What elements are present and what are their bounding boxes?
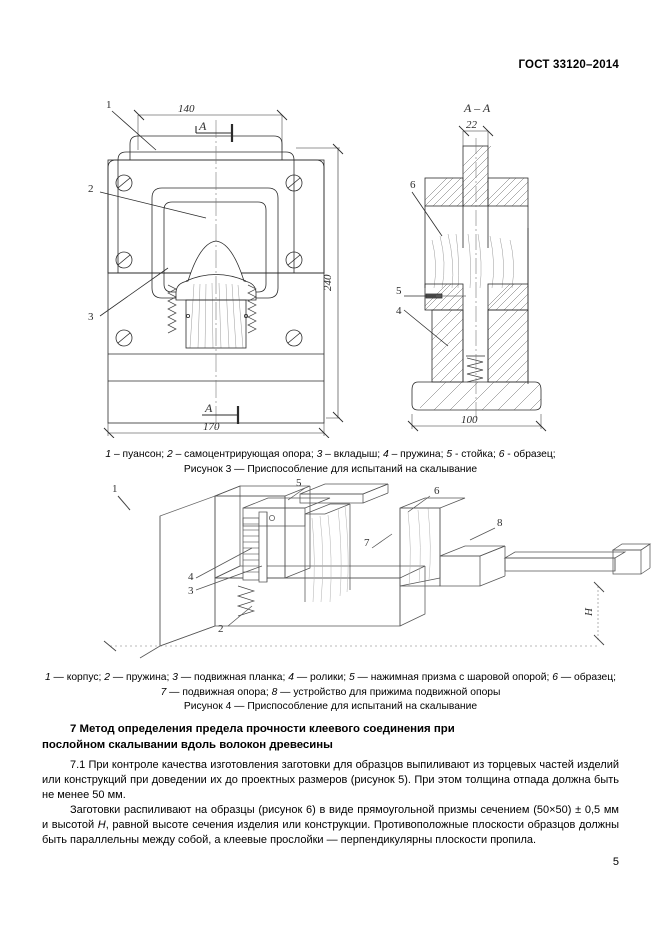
figure-4-drawing: 1 2 3 4 5 6 7 8 H <box>0 478 661 663</box>
callout-7-fig4: 7 <box>364 537 370 549</box>
dimension-240: 240 <box>322 274 334 291</box>
legend-text: – вкладыш; <box>322 449 383 460</box>
legend-number: 4 <box>288 672 294 683</box>
figure-4-title: Рисунок 4 — Приспособление для испытаний… <box>183 701 478 712</box>
page-number: 5 <box>612 856 619 868</box>
legend-number: 5 <box>446 449 453 460</box>
section-mark-a-bottom: A <box>204 401 213 415</box>
legend-number: 8 <box>271 686 278 698</box>
section-heading-line-2: послойном скалывании вдоль волокон древе… <box>42 738 333 751</box>
callout-4-fig3: 4 <box>396 305 402 317</box>
paragraph-7-2-part-b: , равной высоте сечения изделия или конс… <box>42 819 620 847</box>
figure-4-caption: 1 — корпус; 2 — пружина; 3 — подвижная п… <box>42 671 619 715</box>
callout-3-fig3: 3 <box>88 311 94 323</box>
legend-number: 3 <box>172 672 178 683</box>
legend-number: 1 <box>105 449 112 460</box>
figure-4-legend: 1 — корпус; 2 — пружина; 3 — подвижная п… <box>42 671 619 700</box>
legend-number: 2 <box>166 449 173 460</box>
figure-3-caption: 1 – пуансон; 2 – самоцентрирующая опора;… <box>42 448 619 477</box>
legend-text: — подвижная планка; <box>177 672 289 683</box>
callout-6-fig4: 6 <box>434 485 440 497</box>
callout-1-fig4: 1 <box>112 483 118 495</box>
section-heading: 7 Метод определения предела прочности кл… <box>42 722 619 753</box>
callout-5-fig3: 5 <box>396 285 402 297</box>
callout-1-fig3: 1 <box>106 99 112 111</box>
paragraph-7-1: 7.1 При контроле качества изготовления з… <box>42 759 619 802</box>
dimension-140: 140 <box>178 103 195 115</box>
legend-text: – пружина; <box>388 449 447 460</box>
figure-3-drawing: 140 170 240 22 100 A – A A A 1 2 3 6 5 4 <box>0 88 661 438</box>
legend-text: — нажимная призма с шаровой опорой; <box>354 672 553 683</box>
dimension-100: 100 <box>461 414 478 426</box>
legend-text: — подвижная опора; <box>166 686 272 698</box>
callout-6-fig3: 6 <box>410 179 416 191</box>
paragraph-7-2: Заготовки распиливают на образцы (рисуно… <box>42 803 619 849</box>
legend-text: — устройство для прижима подвижной опоры <box>277 686 501 698</box>
legend-text: - стойка; <box>452 449 499 460</box>
legend-number: 6 <box>498 449 505 460</box>
figure-3-title: Рисунок 3 — Приспособление для испытаний… <box>183 463 478 475</box>
callout-5-fig4: 5 <box>296 478 302 489</box>
dimension-h: H <box>583 607 595 617</box>
legend-text: – самоцентрирующая опора; <box>172 449 317 460</box>
legend-text: — корпус; <box>50 672 105 683</box>
legend-number: 4 <box>382 449 389 460</box>
legend-number: 2 <box>104 672 110 683</box>
legend-text: — пружина; <box>110 672 173 683</box>
callout-8-fig4: 8 <box>497 517 503 529</box>
legend-text: — ролики; <box>293 672 349 683</box>
legend-number: 5 <box>348 672 355 683</box>
figure-3-svg: 140 170 240 22 100 A – A A A 1 2 3 6 5 4 <box>88 99 547 438</box>
paragraph-7-2-part-a: Заготовки распиливают на образцы (рисуно… <box>42 804 619 832</box>
legend-number: 1 <box>44 672 51 683</box>
figure-4-svg: 1 2 3 4 5 6 7 8 H <box>103 478 652 659</box>
dimension-22: 22 <box>466 119 478 131</box>
legend-number: 7 <box>160 686 167 698</box>
legend-text: – пуансон; <box>111 449 167 460</box>
callout-2-fig4: 2 <box>218 623 224 635</box>
callout-4-fig4: 4 <box>188 571 194 583</box>
document-standard-header: ГОСТ 33120–2014 <box>518 59 619 71</box>
callout-3-fig4: 3 <box>188 585 194 597</box>
callout-2-fig3: 2 <box>88 183 94 195</box>
legend-number: 3 <box>316 449 323 460</box>
legend-text: - образец; <box>504 449 556 460</box>
legend-text: — образец; <box>557 672 617 683</box>
figure-3-legend: 1 – пуансон; 2 – самоцентрирующая опора;… <box>42 448 619 463</box>
section-heading-line-1: 7 Метод определения предела прочности кл… <box>70 723 455 735</box>
section-title-a-a: A – A <box>463 101 491 115</box>
variable-h: H <box>97 819 106 832</box>
section-mark-a-top: A <box>198 119 207 133</box>
legend-number: 6 <box>552 672 558 683</box>
dimension-170: 170 <box>203 421 220 433</box>
